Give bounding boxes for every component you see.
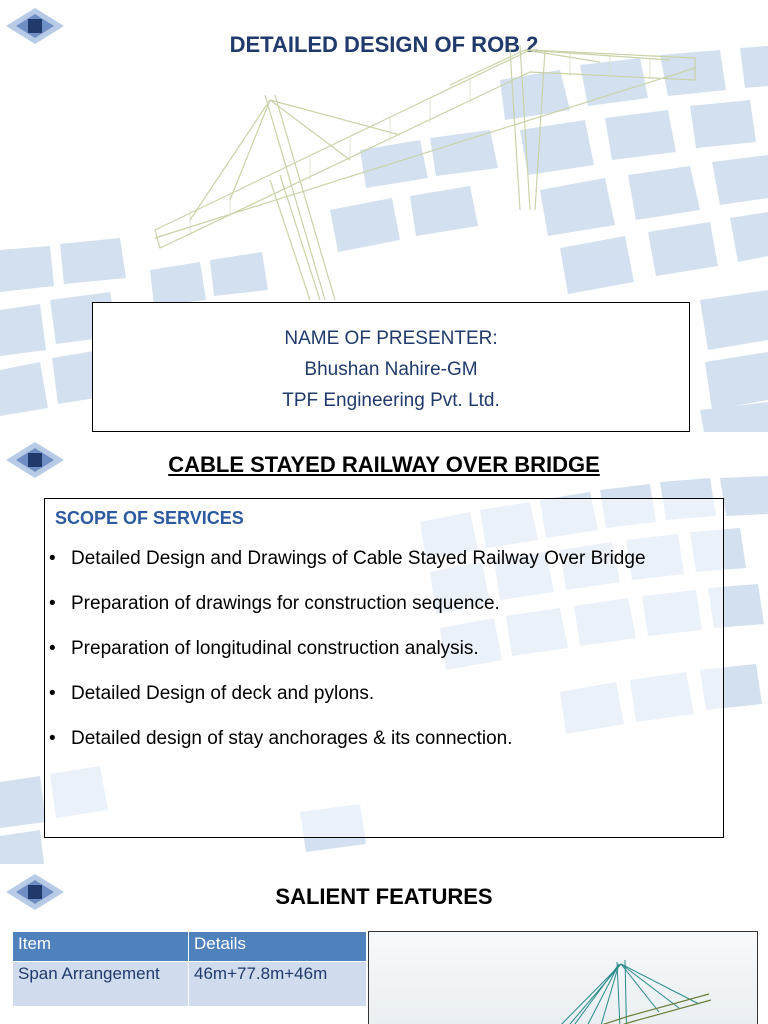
list-item: •Detailed design of stay anchorages & it… xyxy=(49,728,513,749)
bridge-model-image xyxy=(154,44,696,300)
scope-list: •Detailed Design and Drawings of Cable S… xyxy=(49,547,719,772)
bridge-render-image xyxy=(368,931,758,1024)
presenter-name: Bhushan Nahire-GM xyxy=(304,359,478,380)
company-logo-icon xyxy=(6,442,64,478)
company-name: TPF Engineering Pvt. Ltd. xyxy=(282,390,500,411)
table-cell: Span Arrangement xyxy=(12,961,189,1007)
section-title: SALIENT FEATURES xyxy=(275,884,493,909)
table-row: Span Arrangement 46m+77.8m+46m xyxy=(12,961,367,1007)
table-header-item: Item xyxy=(12,931,189,962)
slide-title: DETAILED DESIGN OF ROB 2 NAME OF PRESENT… xyxy=(0,0,768,432)
list-item: •Preparation of longitudinal constructio… xyxy=(49,638,479,659)
background-tiles xyxy=(0,46,768,432)
features-table: Item Details Span Arrangement 46m+77.8m+… xyxy=(12,931,367,1007)
company-logo-icon xyxy=(6,8,64,44)
table-cell: 46m+77.8m+46m xyxy=(188,961,367,1007)
section-title: CABLE STAYED RAILWAY OVER BRIDGE xyxy=(168,452,600,477)
presenter-label: NAME OF PRESENTER: xyxy=(284,328,498,349)
bridge-render-drawing xyxy=(561,959,712,1024)
table-header-details: Details xyxy=(188,931,367,962)
slide-salient-features: SALIENT FEATURES Item Details Span Arran… xyxy=(0,864,768,1024)
company-logo-icon xyxy=(6,874,64,910)
list-item: •Preparation of drawings for constructio… xyxy=(49,593,500,614)
list-item: •Detailed Design of deck and pylons. xyxy=(49,683,375,704)
table-header-row: Item Details xyxy=(12,931,367,962)
presenter-box: NAME OF PRESENTER: Bhushan Nahire-GM TPF… xyxy=(92,302,690,432)
scope-heading: SCOPE OF SERVICES xyxy=(55,508,244,528)
list-item: •Detailed Design and Drawings of Cable S… xyxy=(49,548,646,569)
scope-box: SCOPE OF SERVICES •Detailed Design and D… xyxy=(44,498,724,838)
page-title: DETAILED DESIGN OF ROB 2 xyxy=(229,32,539,57)
slide-scope: CABLE STAYED RAILWAY OVER BRIDGE SCOPE O… xyxy=(0,432,768,864)
